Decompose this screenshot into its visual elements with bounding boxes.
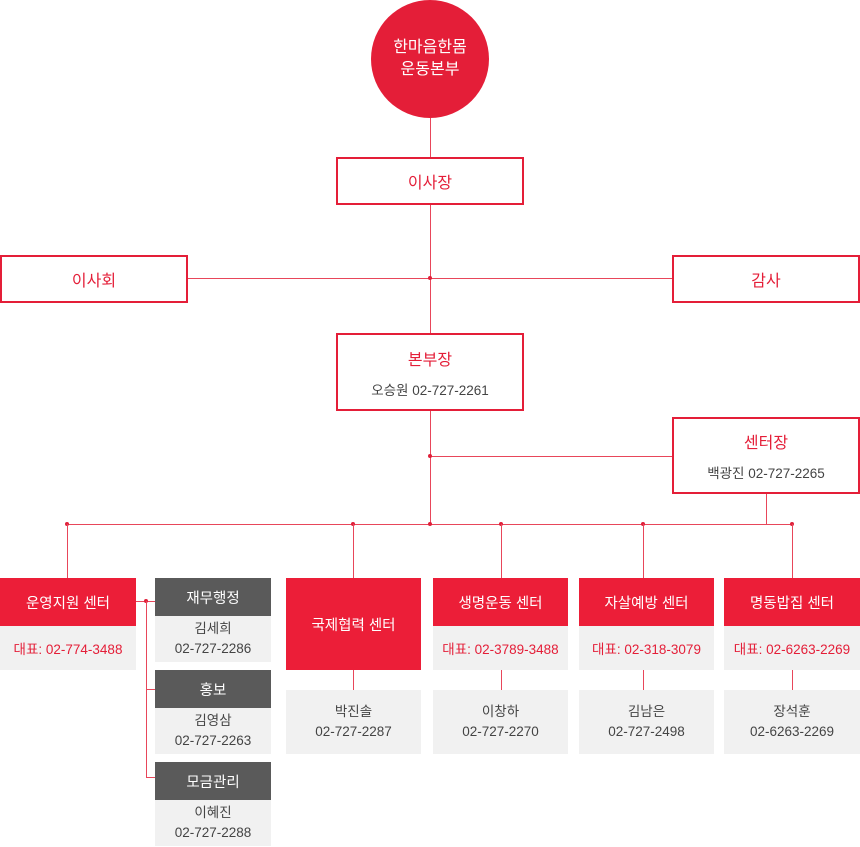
connector-staff-3 [501, 670, 502, 690]
connector-director-centers [430, 410, 431, 525]
team-staff-name: 이혜진 [194, 805, 232, 820]
connector-center-4 [643, 524, 644, 578]
director-info: 오승원 02-727-2261 [371, 382, 489, 398]
center-myeongdong-kitchen-rep: 대표: 02-6263-2269 [724, 626, 860, 670]
center-rep-phone: 대표: 02-3789-3488 [442, 642, 559, 657]
center-name: 운영지원 센터 [25, 595, 111, 612]
board-box: 이사회 [0, 255, 188, 303]
center-international-staff: 박진솔 02-727-2287 [286, 690, 421, 754]
center-name: 국제협력 센터 [311, 617, 396, 634]
connector-staff-5 [792, 670, 793, 690]
center-operations-rep: 대표: 02-774-3488 [0, 626, 136, 670]
chairman-box: 이사장 [336, 157, 524, 205]
team-fundraising-staff: 이혜진 02-727-2288 [155, 800, 271, 846]
team-staff-phone: 02-727-2286 [174, 641, 252, 656]
center-international-header: 국제협력 센터 [286, 578, 421, 670]
board-title: 이사회 [71, 273, 117, 290]
center-rep-phone: 대표: 02-318-3079 [592, 642, 701, 657]
center-life-movement-header: 생명운동 센터 [433, 578, 568, 626]
center-rep-phone: 대표: 02-774-3488 [13, 642, 123, 657]
connector-center-3 [501, 524, 502, 578]
team-staff-phone: 02-727-2288 [174, 825, 252, 840]
center-staff-name: 김남은 [627, 704, 666, 719]
center-suicide-prevention-header: 자살예방 센터 [579, 578, 714, 626]
connector-center-head [430, 456, 673, 457]
team-fundraising-header: 모금관리 [155, 762, 271, 800]
connector-center-head-down [766, 493, 767, 525]
center-operations-header: 운영지원 센터 [0, 578, 136, 626]
center-life-movement-staff: 이창하 02-727-2270 [433, 690, 568, 754]
team-staff-name: 김세희 [194, 621, 232, 636]
center-staff-phone: 02-6263-2269 [749, 724, 835, 739]
center-name: 명동밥집 센터 [749, 595, 835, 612]
root-node: 한마음한몸 운동본부 [371, 0, 489, 118]
center-staff-name: 박진솔 [334, 704, 373, 719]
center-myeongdong-kitchen-header: 명동밥집 센터 [724, 578, 860, 626]
team-name: 재무행정 [186, 590, 240, 607]
center-staff-phone: 02-727-2287 [315, 724, 392, 739]
center-head-title: 센터장 [743, 435, 789, 452]
connector-center-2 [353, 524, 354, 578]
team-finance-staff: 김세희 02-727-2286 [155, 616, 271, 662]
center-staff-phone: 02-727-2498 [608, 724, 685, 739]
junction-dot [428, 454, 432, 458]
center-head-box: 센터장 백광진 02-727-2265 [672, 417, 860, 494]
team-staff-name: 김영삼 [194, 713, 232, 728]
audit-box: 감사 [672, 255, 860, 303]
center-head-info: 백광진 02-727-2265 [707, 466, 825, 481]
connector-support-3 [146, 777, 155, 778]
connector-staff-4 [643, 670, 644, 690]
junction-dot [428, 276, 432, 280]
team-finance-header: 재무행정 [155, 578, 271, 616]
connector-support-2 [146, 689, 155, 690]
center-staff-name: 장석훈 [773, 704, 811, 719]
center-name: 생명운동 센터 [458, 595, 543, 612]
team-name: 모금관리 [186, 774, 240, 791]
center-staff-name: 이창하 [481, 704, 520, 719]
connector-center-5 [792, 524, 793, 578]
connector-staff-2 [353, 670, 354, 690]
center-suicide-prevention-rep: 대표: 02-318-3079 [579, 626, 714, 670]
audit-title: 감사 [751, 273, 781, 290]
team-staff-phone: 02-727-2263 [174, 733, 252, 748]
director-box: 본부장 오승원 02-727-2261 [336, 333, 524, 411]
chairman-title: 이사장 [407, 175, 453, 192]
team-pr-header: 홍보 [155, 670, 271, 708]
root-line2: 운동본부 [400, 61, 460, 78]
center-myeongdong-kitchen-staff: 장석훈 02-6263-2269 [724, 690, 860, 754]
team-pr-staff: 김영삼 02-727-2263 [155, 708, 271, 754]
center-suicide-prevention-staff: 김남은 02-727-2498 [579, 690, 714, 754]
center-life-movement-rep: 대표: 02-3789-3488 [433, 626, 568, 670]
center-staff-phone: 02-727-2270 [462, 724, 539, 739]
team-name: 홍보 [199, 682, 227, 699]
connector-root-chairman [430, 118, 431, 158]
connector-center-1 [67, 524, 68, 578]
connector-chairman-director [430, 204, 431, 334]
root-line1: 한마음한몸 [393, 39, 467, 56]
center-rep-phone: 대표: 02-6263-2269 [733, 642, 851, 657]
director-title: 본부장 [407, 351, 453, 369]
junction-dot [428, 522, 432, 526]
center-name: 자살예방 센터 [604, 595, 689, 612]
